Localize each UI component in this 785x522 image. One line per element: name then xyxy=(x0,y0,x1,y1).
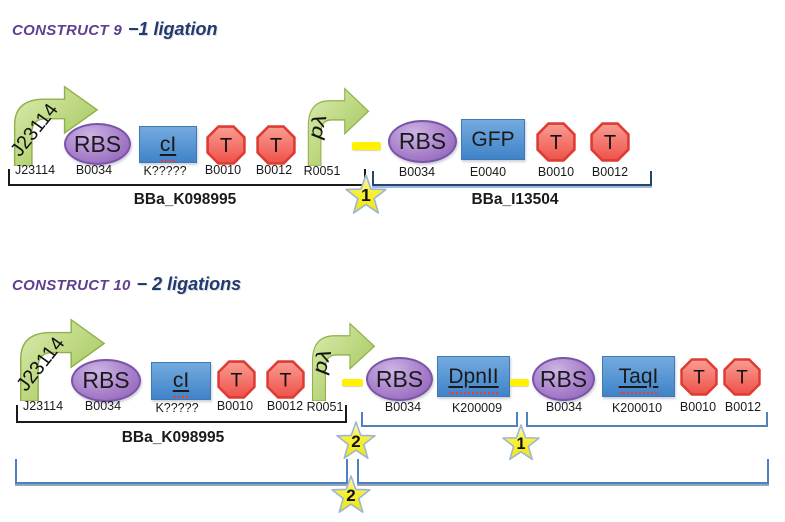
bracket-left-part xyxy=(16,405,347,423)
rbs-ellipse: RBS xyxy=(71,359,141,402)
cds-box: GFP xyxy=(461,119,525,160)
part-id-label: B0012 xyxy=(255,163,293,177)
promoter-arrow-icon: J23114 xyxy=(12,318,106,401)
part-id-label: J23114 xyxy=(22,399,64,413)
bracket-bottom-right xyxy=(357,459,769,484)
rbs-ellipse: RBS xyxy=(366,357,433,401)
part-id-label: R0051 xyxy=(303,164,341,178)
terminator-label: T xyxy=(231,369,243,391)
rbs-label: RBS xyxy=(539,365,588,392)
part-id-label: B0012 xyxy=(266,399,304,413)
cds-label: TaqI xyxy=(618,364,659,394)
bracket-middle-part xyxy=(361,412,518,427)
terminator-octagon-icon: T xyxy=(206,125,246,165)
part-group-label: BBa_I13504 xyxy=(471,191,559,208)
ligation-star-icon: 2 xyxy=(331,475,371,513)
terminator-label: T xyxy=(220,135,232,157)
promoter-arrow-icon: pλ xyxy=(304,87,370,166)
part-id-label: B0010 xyxy=(679,400,717,414)
part-id-label: K200010 xyxy=(611,401,663,415)
cds-box: DpnII xyxy=(437,356,510,397)
part-id-label: B0012 xyxy=(724,400,762,414)
bracket-right-part xyxy=(526,412,768,427)
terminator-label: T xyxy=(280,369,292,391)
part-id-label: B0034 xyxy=(84,399,122,413)
part-id-label: B0010 xyxy=(216,399,254,413)
rbs-ellipse: RBS xyxy=(388,120,457,163)
part-id-label: E0040 xyxy=(469,165,507,179)
terminator-label: T xyxy=(550,132,562,154)
cds-box: TaqI xyxy=(602,356,675,397)
rbs-label: RBS xyxy=(73,130,122,157)
terminator-octagon-icon: T xyxy=(536,122,576,162)
terminator-label: T xyxy=(270,135,282,157)
bracket-right-part xyxy=(372,171,652,186)
terminator-octagon-icon: T xyxy=(590,122,630,162)
part-group-label: BBa_K098995 xyxy=(121,429,225,446)
construct9-title: CONSTRUCT 9 −1 ligation xyxy=(12,19,218,40)
ligation-number: 1 xyxy=(361,185,371,205)
cds-box: cI xyxy=(151,362,211,400)
cds-label: cI xyxy=(159,132,177,162)
part-id-label: B0034 xyxy=(545,400,583,414)
part-id-label: K200009 xyxy=(451,401,503,415)
construct10-title: CONSTRUCT 10 − 2 ligations xyxy=(12,274,241,295)
cds-label: GFP xyxy=(471,127,515,151)
terminator-octagon-icon: T xyxy=(266,360,305,399)
ligation-number: 1 xyxy=(516,435,525,453)
rbs-label: RBS xyxy=(375,365,424,392)
rbs-ellipse: RBS xyxy=(532,357,595,401)
ligation-dash-icon xyxy=(342,379,363,386)
promoter-arrow-icon: pλ xyxy=(308,322,376,401)
construct10-name: CONSTRUCT 10 xyxy=(12,277,131,294)
part-id-label: B0010 xyxy=(537,165,575,179)
bracket-left-part xyxy=(8,169,366,186)
ligation-star-icon: 2 xyxy=(336,421,376,459)
part-group-label: BBa_K098995 xyxy=(133,191,237,208)
part-id-label: B0010 xyxy=(204,163,242,177)
construct9-ligation-count: −1 ligation xyxy=(127,19,218,39)
rbs-ellipse: RBS xyxy=(64,123,131,165)
ligation-number: 2 xyxy=(346,486,355,505)
terminator-octagon-icon: T xyxy=(256,125,296,165)
part-id-label: B0034 xyxy=(398,165,436,179)
part-id-label: J23114 xyxy=(14,163,56,177)
cds-label: cI xyxy=(172,369,190,398)
terminator-label: T xyxy=(693,368,705,389)
promoter-arrow-icon: J23114 xyxy=(6,85,99,166)
ligation-dash-icon xyxy=(510,379,529,386)
part-id-label: K????? xyxy=(155,401,199,415)
rbs-label: RBS xyxy=(398,128,447,154)
part-id-label: B0034 xyxy=(75,163,113,177)
part-id-label: B0012 xyxy=(591,165,629,179)
terminator-label: T xyxy=(736,368,748,389)
cds-box: cI xyxy=(139,126,197,163)
part-id-label: K????? xyxy=(143,164,187,178)
bracket-bottom-left xyxy=(15,459,348,484)
ligation-number: 2 xyxy=(351,432,360,451)
construct9-name: CONSTRUCT 9 xyxy=(12,22,122,39)
part-id-label: B0034 xyxy=(384,400,422,414)
terminator-label: T xyxy=(604,132,616,154)
construct10-ligation-count: − 2 ligations xyxy=(136,274,242,294)
ligation-star-icon: 1 xyxy=(345,174,387,214)
terminator-octagon-icon: T xyxy=(680,358,718,396)
ligation-dash-icon xyxy=(352,142,381,150)
cds-label: DpnII xyxy=(448,364,499,394)
part-id-label: R0051 xyxy=(306,400,344,414)
rbs-label: RBS xyxy=(82,367,130,393)
ligation-star-icon: 1 xyxy=(502,424,540,461)
terminator-octagon-icon: T xyxy=(723,358,761,396)
terminator-octagon-icon: T xyxy=(217,360,256,399)
